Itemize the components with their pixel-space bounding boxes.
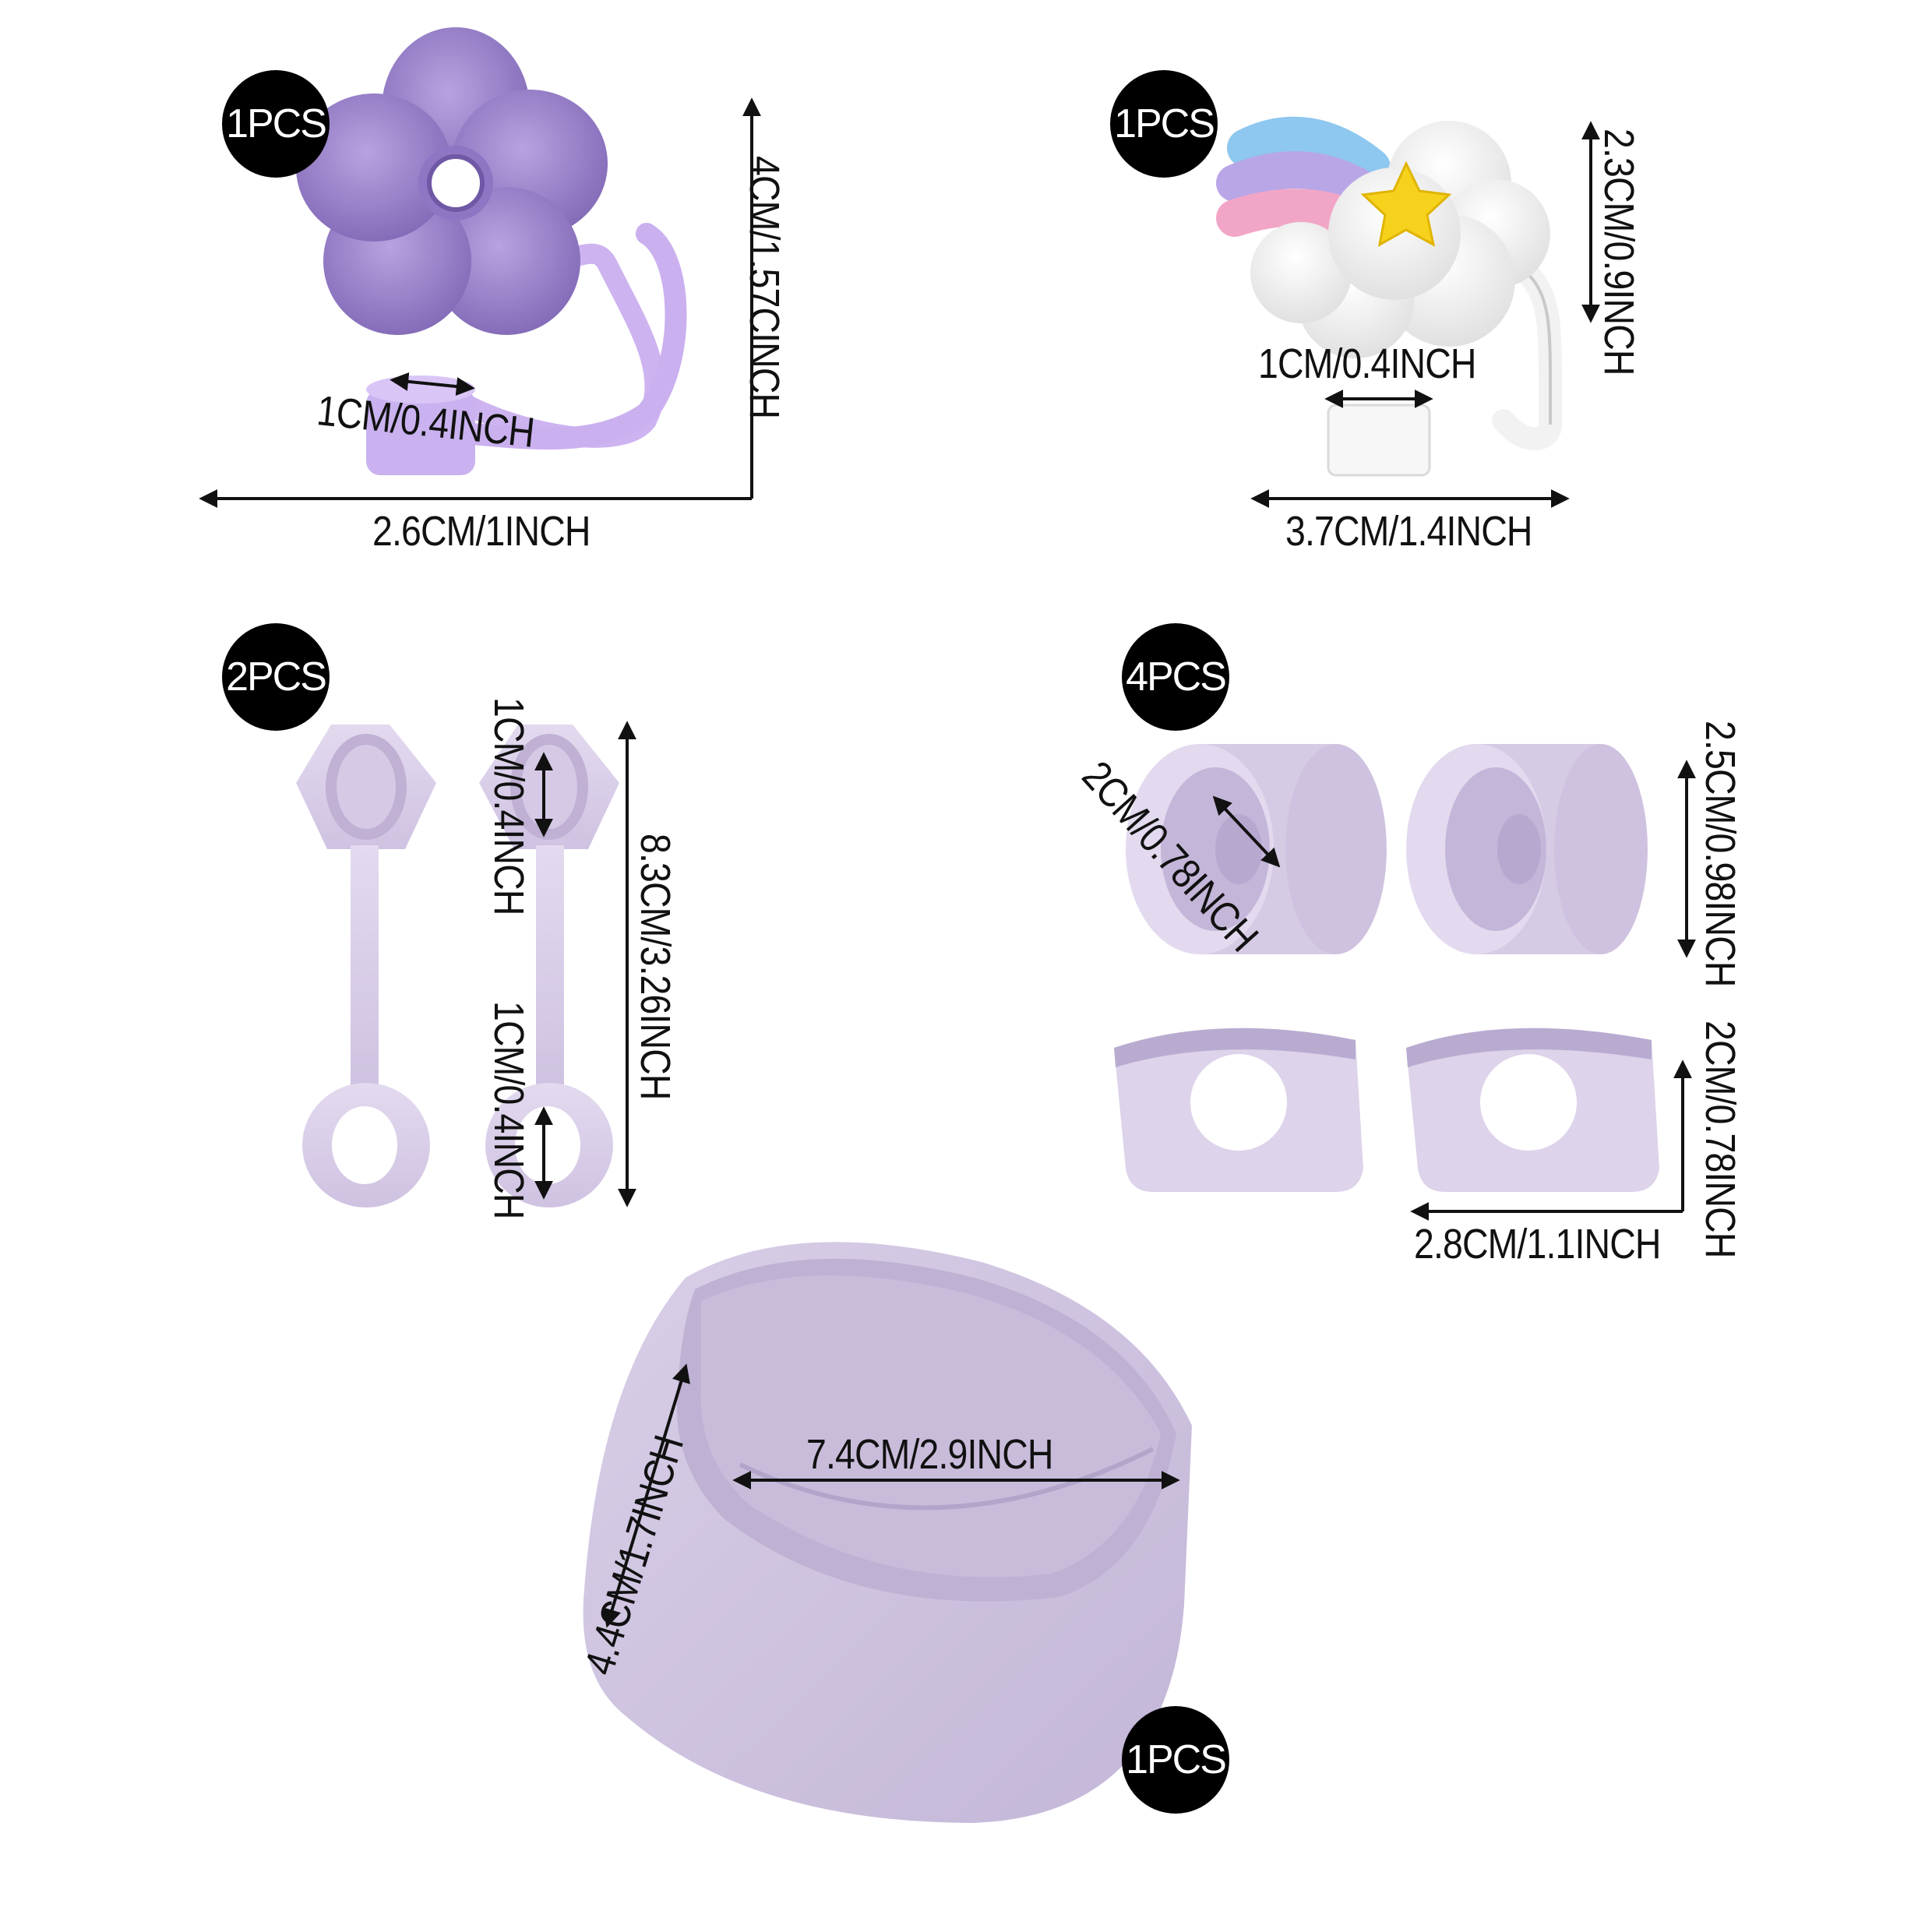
tumbler-boot-illustration [583, 1242, 1192, 1823]
dimension-label: 7.4CM/2.9INCH [806, 1431, 1053, 1478]
quantity-badge: 1PCS [1122, 1706, 1229, 1814]
ring-holder-illustration-1 [296, 724, 436, 1208]
dimension-label: 3.7CM/1.4INCH [1285, 508, 1532, 555]
quantity-badge: 1PCS [222, 70, 330, 178]
flat-stopper-illustration-2 [1406, 1028, 1659, 1192]
dimension-label: 1CM/0.4INCH [485, 697, 532, 915]
flower-straw-cover-illustration [296, 27, 687, 475]
round-stopper-illustration-2 [1406, 744, 1648, 954]
dimension-label: 1CM/0.4INCH [1258, 340, 1476, 387]
dimension-label: 8.3CM/3.26INCH [632, 834, 679, 1100]
cloud-straw-cover-illustration [1216, 116, 1562, 477]
quantity-badge: 4PCS [1122, 623, 1229, 731]
dimension-label: 4CM/1.57CINCH [741, 156, 788, 419]
dimension-label: 1CM/0.4INCH [485, 1001, 532, 1219]
quantity-badge: 2PCS [222, 623, 330, 731]
flat-stopper-illustration-1 [1114, 1028, 1363, 1192]
dimension-label: 2.6CM/1INCH [372, 508, 591, 555]
dimension-label: 2CM/0.78INCH [1697, 1021, 1743, 1258]
quantity-badge: 1PCS [1110, 70, 1218, 178]
dimension-label: 2.5CM/0.98INCH [1697, 721, 1743, 987]
dimension-label: 2.3CM/0.9INCH [1595, 129, 1642, 375]
dimension-label: 2.8CM/1.1INCH [1414, 1221, 1661, 1267]
